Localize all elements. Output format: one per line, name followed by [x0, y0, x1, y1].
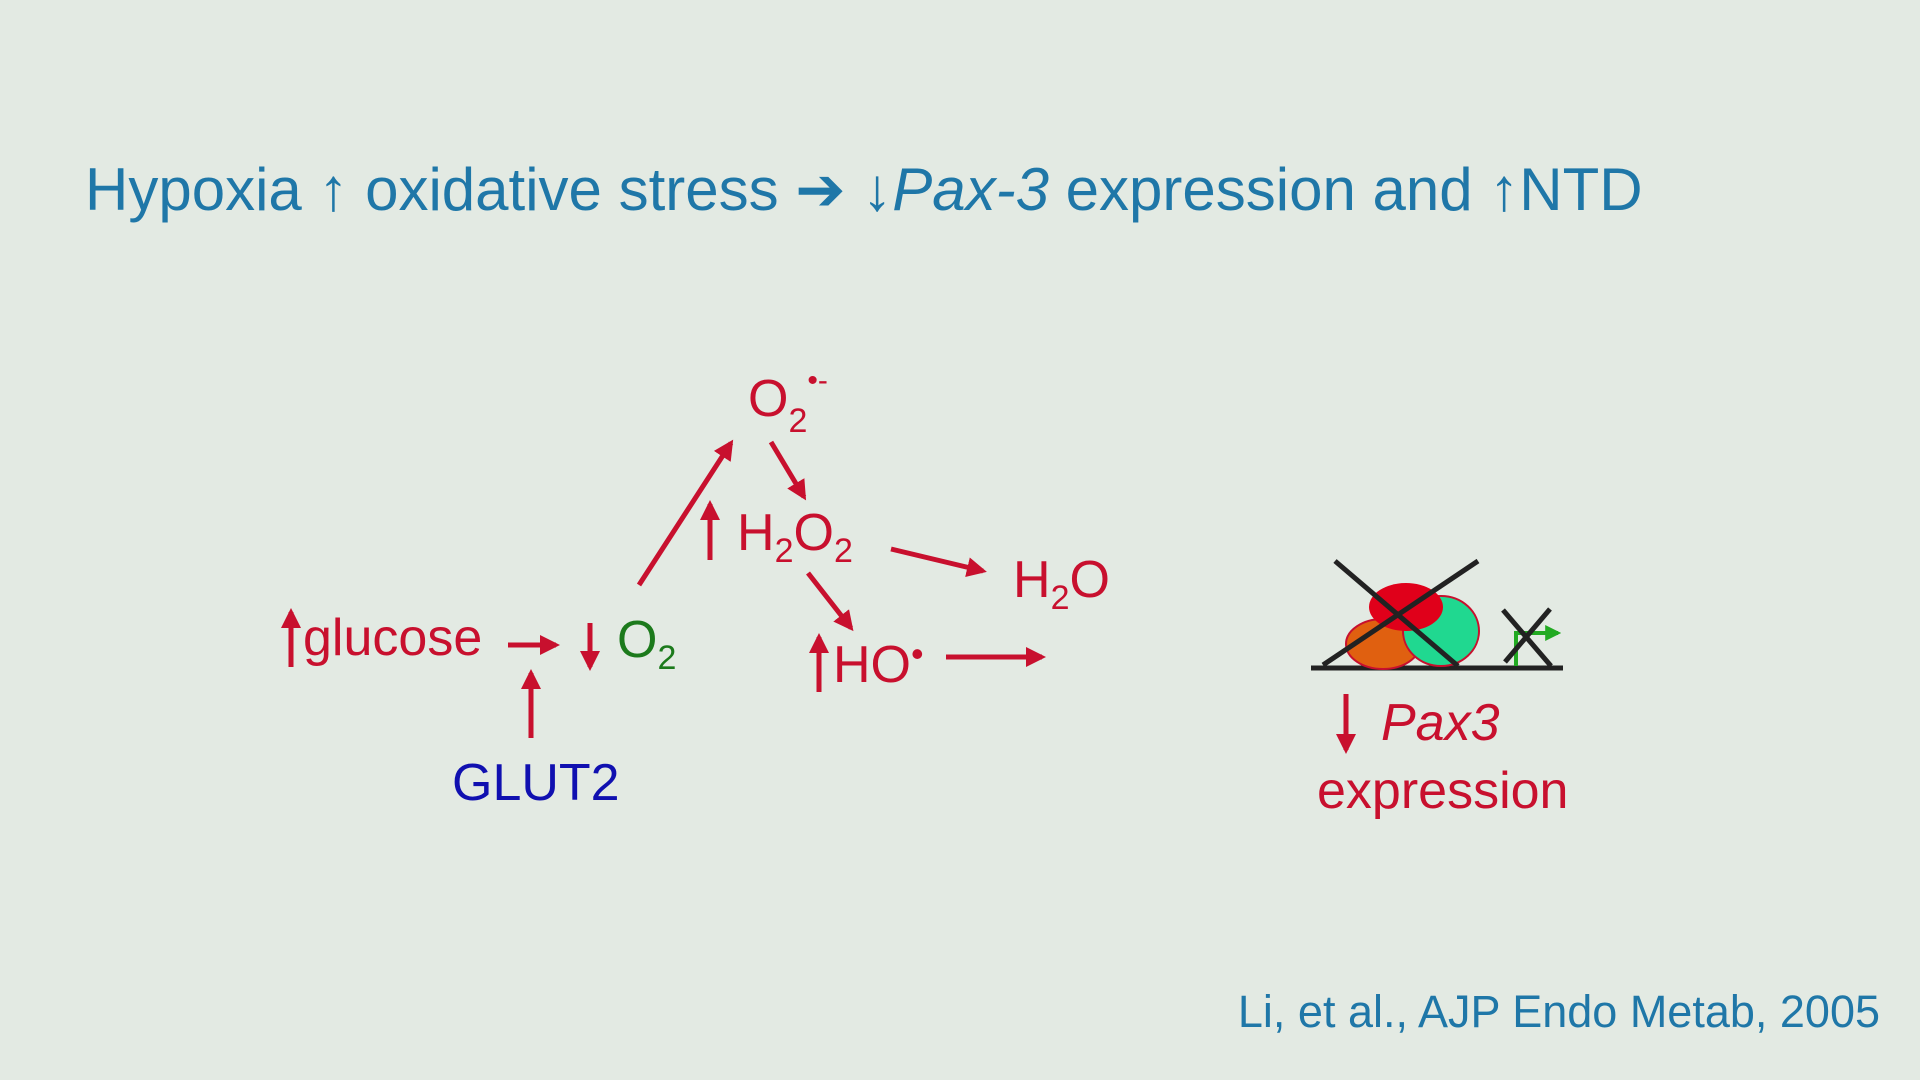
slide-title: Hypoxia ↑ oxidative stress ➔ ↓Pax-3 expr…: [85, 150, 1885, 230]
promoter-arrow-icon: [1514, 625, 1562, 666]
oxygen-to-superoxide-arrow: [636, 439, 734, 587]
title-text-hypoxia: Hypoxia: [85, 156, 319, 223]
hydroxyl-label: HO•: [833, 633, 924, 694]
pax3-promoter-illustration: [1311, 558, 1563, 671]
cross-mark-icon: [1321, 558, 1480, 668]
hydrogen-peroxide-label: H2O2: [737, 504, 853, 570]
title-gene-name: Pax-3: [892, 156, 1049, 223]
peroxide-to-water-arrow: [890, 546, 987, 578]
glucose-label: glucose: [303, 609, 482, 667]
superoxide-label: O2•-: [748, 364, 828, 440]
peroxide-to-hydroxyl-arrow: [806, 571, 854, 632]
cross-mark-icon: [1503, 607, 1552, 664]
superoxide-to-peroxide-arrow: [768, 440, 807, 501]
pax3-expression-label: expression: [1317, 762, 1568, 820]
right-arrow-icon: ➔: [795, 156, 846, 223]
up-arrow-icon: ↑: [1489, 156, 1520, 223]
citation: Li, et al., AJP Endo Metab, 2005: [1237, 986, 1880, 1037]
glut2-label: GLUT2: [452, 754, 620, 812]
title-text-ntd: NTD: [1519, 156, 1643, 223]
down-arrow-icon: ↓: [845, 156, 893, 223]
title-text-expression: expression and: [1048, 156, 1490, 223]
oxygen-label: O2: [617, 611, 676, 677]
pax3-gene-label: Pax3: [1381, 694, 1500, 752]
title-text-oxidative-stress: oxidative stress: [348, 156, 796, 223]
up-arrow-icon: ↑: [318, 156, 349, 223]
water-label: H2O: [1013, 551, 1110, 617]
